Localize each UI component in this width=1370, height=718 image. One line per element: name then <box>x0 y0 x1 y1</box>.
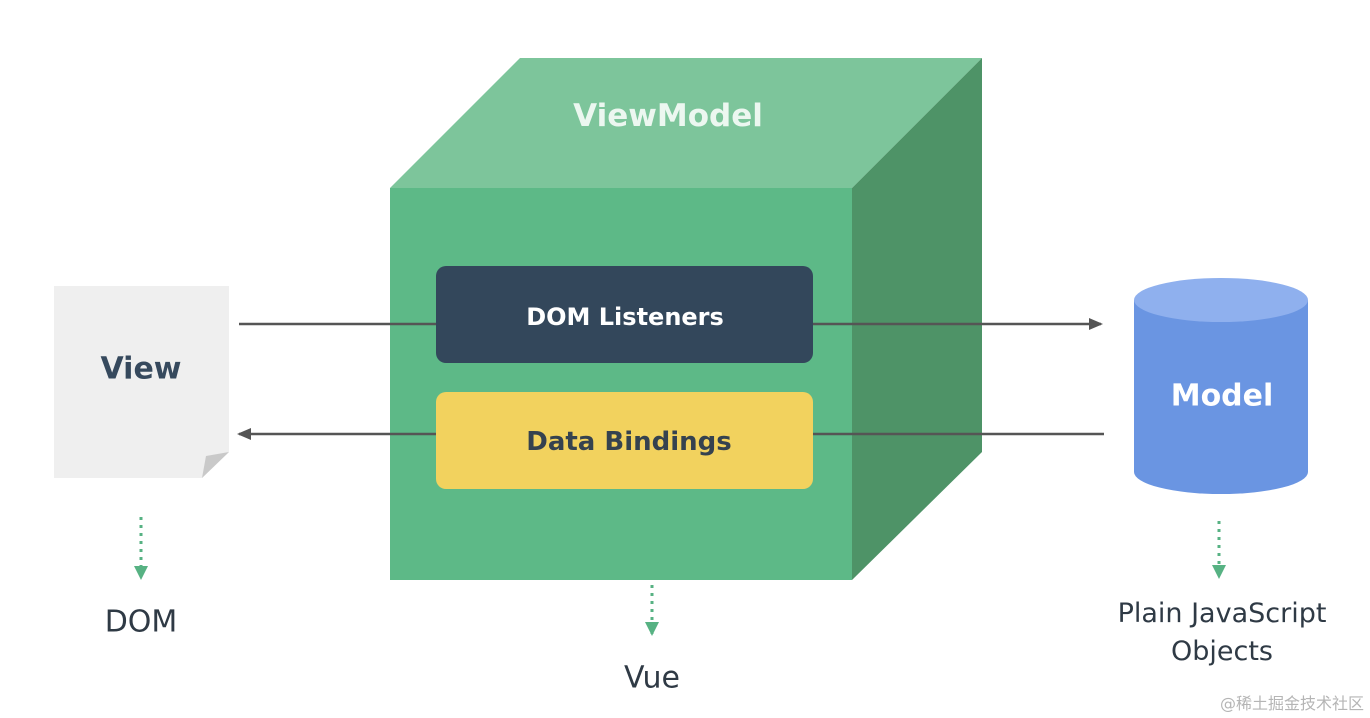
cube-top-face <box>390 58 982 188</box>
model-cylinder <box>1134 278 1308 494</box>
caption-line-2: Objects <box>1170 636 1273 667</box>
data-bindings-box <box>436 392 813 489</box>
view-page-fold <box>202 452 229 478</box>
dom-listeners-box <box>436 266 813 363</box>
viewmodel-title: ViewModel <box>573 98 763 134</box>
view-label: View <box>100 351 182 387</box>
cube-side-face <box>852 58 982 580</box>
data-bindings-label: Data Bindings <box>526 427 732 457</box>
plain-javascript-objects-caption: Plain JavaScript Objects <box>1118 595 1327 671</box>
view-page <box>54 286 229 478</box>
viewmodel-cube <box>390 58 982 580</box>
cylinder-top <box>1134 278 1308 322</box>
cylinder-body <box>1134 300 1308 494</box>
vue-caption: Vue <box>624 660 680 696</box>
view-page-sheet <box>54 286 229 478</box>
cube-front-face <box>390 188 852 580</box>
model-label: Model <box>1170 378 1274 414</box>
caption-line-1: Plain JavaScript <box>1117 598 1327 629</box>
dom-listeners-label: DOM Listeners <box>526 303 724 331</box>
watermark: @稀土掘金技术社区 <box>1219 694 1364 713</box>
dom-caption: DOM <box>104 604 178 640</box>
